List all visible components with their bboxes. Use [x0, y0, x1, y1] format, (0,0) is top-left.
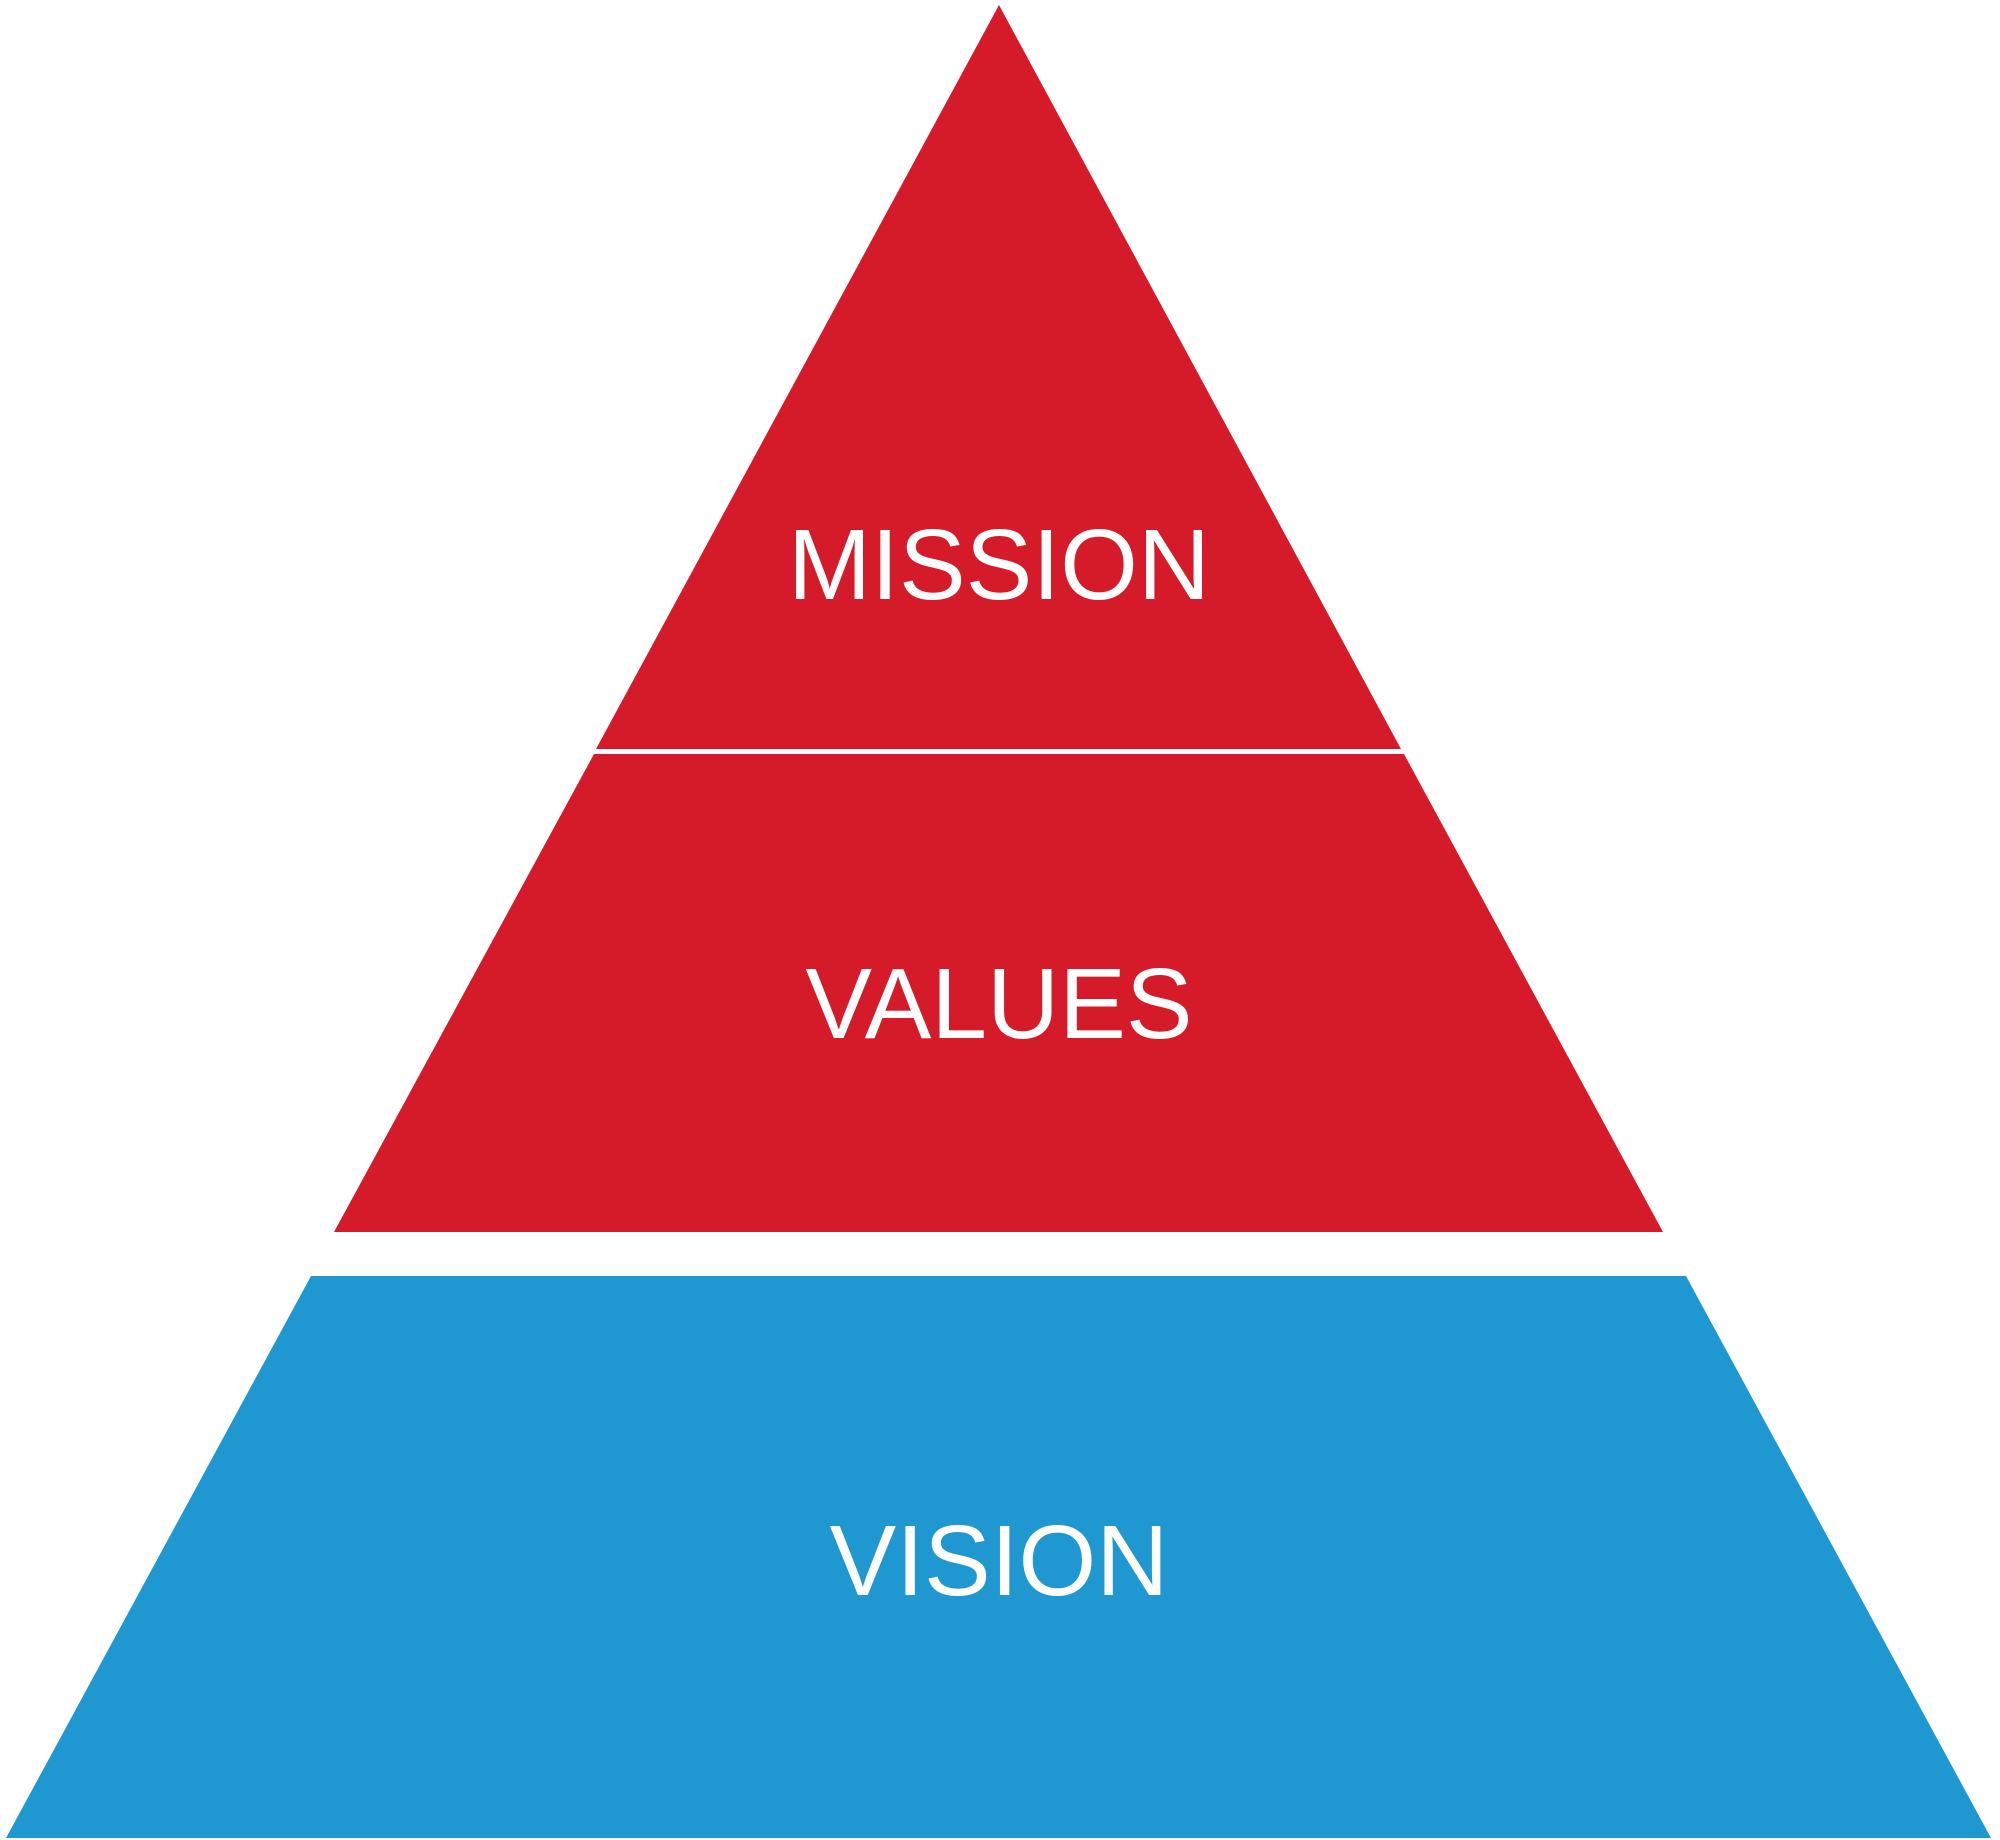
- values-tier: [334, 754, 1663, 1232]
- mission-label: MISSION: [788, 509, 1210, 621]
- vision-label: VISION: [830, 1505, 1169, 1617]
- vision-tier: [6, 1276, 1991, 1838]
- mission-tier: [596, 5, 1401, 749]
- values-label: VALUES: [805, 948, 1192, 1060]
